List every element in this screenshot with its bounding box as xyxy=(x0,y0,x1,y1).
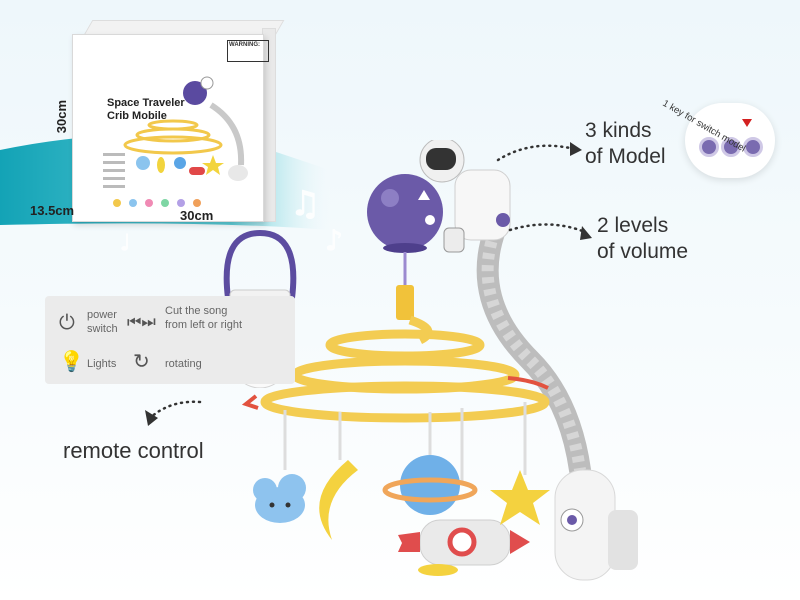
volume-line-1: 2 levels xyxy=(597,214,669,237)
blue-planet-toy xyxy=(382,455,478,515)
warning-label: WARNING: xyxy=(229,42,260,48)
svg-text:♫: ♫ xyxy=(290,184,320,224)
cloud-toy xyxy=(253,474,306,523)
model-button-3 xyxy=(743,137,763,157)
down-arrow-icon xyxy=(742,119,752,127)
model-button-1 xyxy=(699,137,719,157)
astronaut-figure xyxy=(419,140,511,253)
svg-text:♪: ♪ xyxy=(325,224,343,257)
product-box: Space Traveler Crib Mobile WARNING: xyxy=(72,20,285,222)
box-depth-label: 13.5cm xyxy=(30,203,75,218)
moon-toy xyxy=(319,460,358,540)
box-width-label: 30cm xyxy=(180,208,214,223)
volume-line-2: of volume xyxy=(597,240,689,263)
svg-text:♩: ♩ xyxy=(120,231,130,256)
box-title: Space Traveler Crib Mobile xyxy=(107,97,185,122)
skip-icon: ⏮⏭ xyxy=(127,314,156,331)
box-artwork xyxy=(103,76,248,207)
rotate-arrow-left xyxy=(241,394,259,410)
box-warning: WARNING: xyxy=(227,40,269,62)
bulb-icon: 💡 xyxy=(59,351,84,373)
feature-legend-panel: ⏻ power switch ⏮⏭ Cut the song from left… xyxy=(45,296,295,384)
remote-control-label: remote control xyxy=(63,438,204,463)
crib-mobile-illustration xyxy=(241,140,638,581)
model-button-2 xyxy=(721,137,741,157)
rocket-toy xyxy=(398,519,530,576)
rotate-icon: ↻ xyxy=(133,351,150,373)
music-notes: ♫ ♪ ♩ xyxy=(120,184,343,258)
star-toy xyxy=(490,470,550,525)
legend-lights: Lights xyxy=(87,358,117,370)
legend-cut: Cut the song from left or right xyxy=(165,305,243,331)
volume-callout: 2 levels of volume xyxy=(597,213,688,265)
rotate-arrow-right xyxy=(507,376,549,390)
models-line-2: of Model xyxy=(585,145,666,168)
model-buttons-badge xyxy=(685,103,775,178)
power-icon: ⏻ xyxy=(59,312,75,334)
crib-clamp xyxy=(554,469,638,581)
models-callout: 3 kinds of Model xyxy=(585,118,666,170)
spiral-rings xyxy=(260,315,550,423)
legend-power: power switch xyxy=(87,309,118,335)
box-face: Space Traveler Crib Mobile xyxy=(72,34,264,222)
purple-planet-speaker xyxy=(367,174,443,253)
models-line-1: 3 kinds xyxy=(585,119,652,142)
legend-rotating: rotating xyxy=(165,358,202,370)
